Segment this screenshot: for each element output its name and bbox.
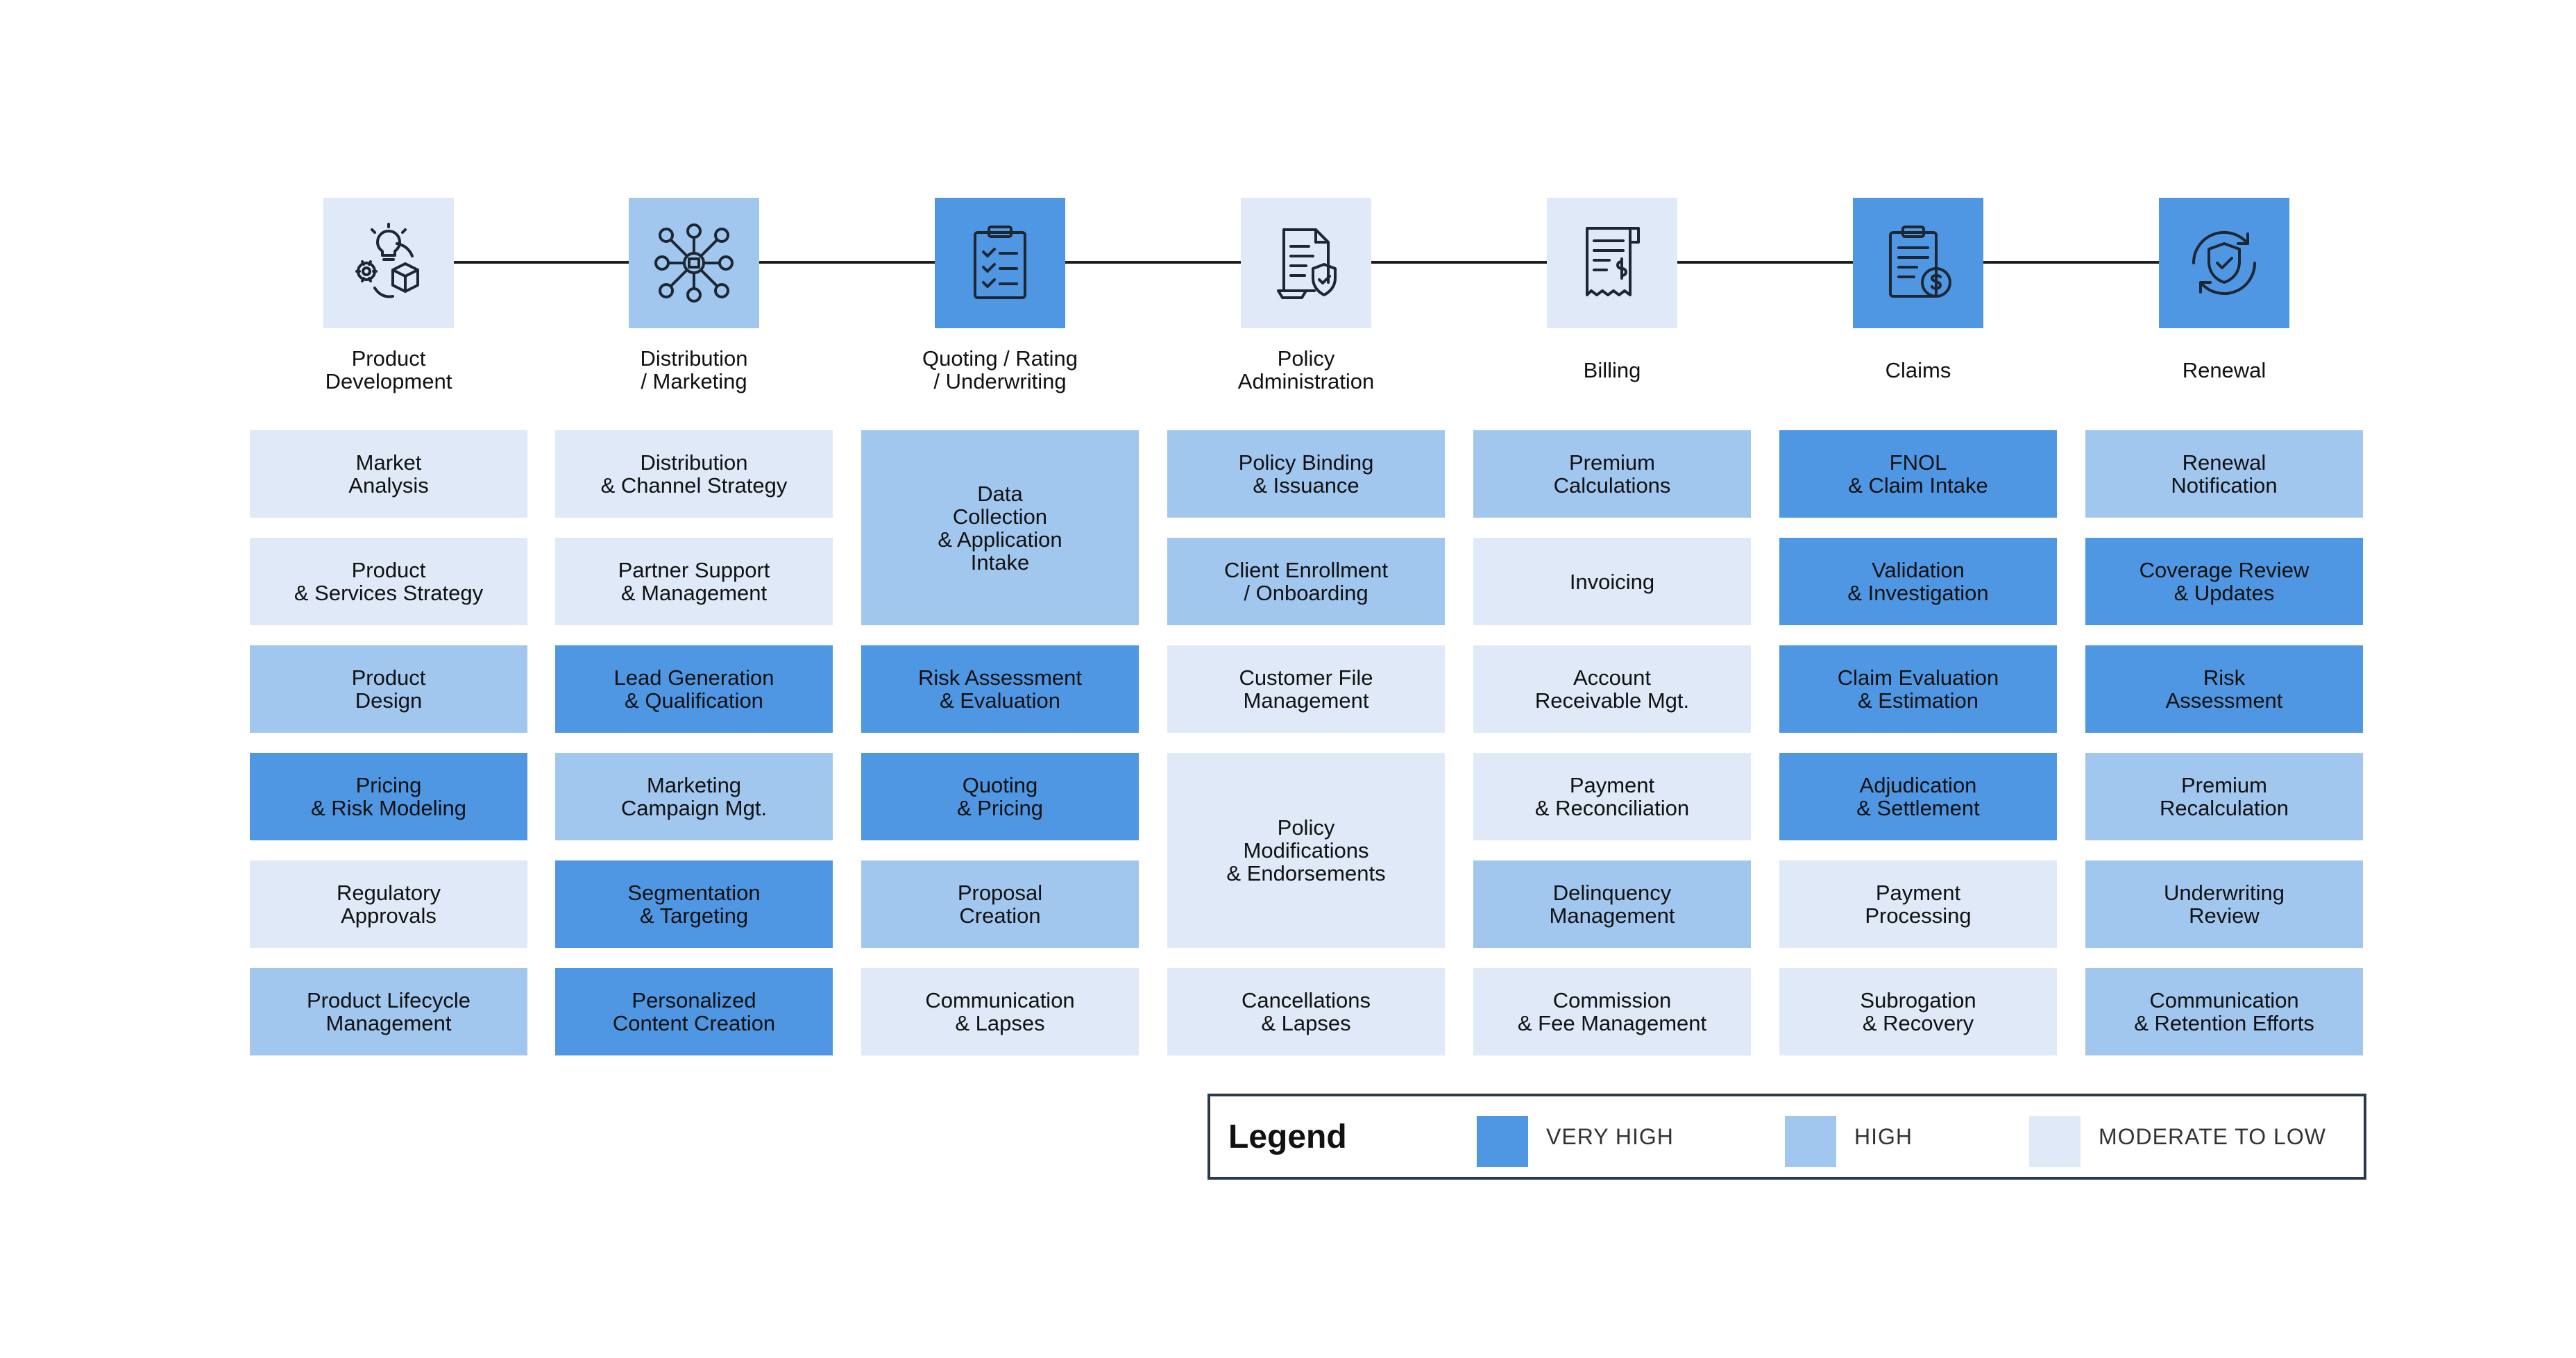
activity-cell: Quoting & Pricing — [861, 753, 1139, 840]
stage-label-3: Quoting / Rating / Underwriting — [922, 346, 1078, 393]
activity-cell: Communication & Retention Efforts — [2085, 968, 2363, 1055]
activity-cell: Payment Processing — [1779, 860, 2057, 948]
activity-cell: Product Lifecycle Management — [250, 968, 527, 1055]
activity-cell: Premium Recalculation — [2085, 753, 2363, 840]
activity-cell: Distribution & Channel Strategy — [555, 430, 833, 518]
activity-cell: Adjudication & Settlement — [1779, 753, 2057, 840]
claim-clipboard-money-icon — [1876, 221, 1960, 305]
activity-cell: Risk Assessment — [2085, 645, 2363, 733]
legend-label-moderate-to-low: MODERATE TO LOW — [2099, 1123, 2326, 1149]
activity-cell: Claim Evaluation & Estimation — [1779, 645, 2057, 733]
product-development-icon — [347, 221, 430, 305]
activity-cell: Marketing Campaign Mgt. — [555, 753, 833, 840]
activity-cell: Premium Calculations — [1473, 430, 1751, 518]
activity-cell: Data Collection & Application Intake — [861, 430, 1139, 625]
legend: Legend VERY HIGH HIGH MODERATE TO LOW — [1208, 1094, 2366, 1180]
stage-icon-box-7 — [2159, 198, 2289, 328]
network-marketing-icon — [652, 221, 736, 305]
legend-title: Legend — [1228, 1118, 1347, 1155]
activity-cell: Cancellations & Lapses — [1167, 968, 1445, 1055]
stage-icon-box-4 — [1241, 198, 1371, 328]
activity-cell: Client Enrollment / Onboarding — [1167, 538, 1445, 625]
legend-label-high: HIGH — [1854, 1123, 1913, 1149]
clipboard-checklist-icon — [958, 221, 1042, 305]
activity-cell: Pricing & Risk Modeling — [250, 753, 527, 840]
policy-document-shield-icon — [1264, 221, 1348, 305]
activity-cell: Policy Modifications & Endorsements — [1167, 753, 1445, 948]
activity-cell: Policy Binding & Issuance — [1167, 430, 1445, 518]
activity-cell: Validation & Investigation — [1779, 538, 2057, 625]
stage-icon-box-5 — [1547, 198, 1677, 328]
stage-icon-box-3 — [935, 198, 1065, 328]
activity-cell: Customer File Management — [1167, 645, 1445, 733]
legend-label-very-high: VERY HIGH — [1546, 1123, 1674, 1149]
activity-cell: Invoicing — [1473, 538, 1751, 625]
activity-cell: Subrogation & Recovery — [1779, 968, 2057, 1055]
activity-cell: Partner Support & Management — [555, 538, 833, 625]
stage-label-2: Distribution / Marketing — [640, 346, 748, 393]
stage-icon-box-6 — [1853, 198, 1983, 328]
activity-cell: Delinquency Management — [1473, 860, 1751, 948]
activity-cell: Regulatory Approvals — [250, 860, 527, 948]
activity-cell: FNOL & Claim Intake — [1779, 430, 2057, 518]
stage-label-1: Product Development — [325, 346, 452, 393]
activity-cell: Renewal Notification — [2085, 430, 2363, 518]
activity-cell: Proposal Creation — [861, 860, 1139, 948]
stage-icon-box-2 — [629, 198, 759, 328]
stage-label-6: Claims — [1885, 357, 1951, 382]
legend-swatch-high — [1785, 1116, 1836, 1167]
stage-label-4: Policy Administration — [1237, 346, 1375, 393]
activity-cell: Market Analysis — [250, 430, 527, 518]
activity-cell: Payment & Reconciliation — [1473, 753, 1751, 840]
invoice-receipt-icon — [1570, 221, 1654, 305]
activity-cell: Personalized Content Creation — [555, 968, 833, 1055]
stage-icon-box-1 — [323, 198, 454, 328]
activity-cell: Product Design — [250, 645, 527, 733]
activity-cell: Communication & Lapses — [861, 968, 1139, 1055]
activity-cell: Product & Services Strategy — [250, 538, 527, 625]
activity-cell: Segmentation & Targeting — [555, 860, 833, 948]
renewal-shield-icon — [2183, 221, 2266, 305]
activity-cell: Coverage Review & Updates — [2085, 538, 2363, 625]
activity-cell: Underwriting Review — [2085, 860, 2363, 948]
stage-label-5: Billing — [1583, 357, 1641, 382]
activity-cell: Lead Generation & Qualification — [555, 645, 833, 733]
activity-cell: Commission & Fee Management — [1473, 968, 1751, 1055]
legend-swatch-very-high — [1477, 1116, 1528, 1167]
stage-label-7: Renewal — [2182, 357, 2266, 382]
activity-cell: Account Receivable Mgt. — [1473, 645, 1751, 733]
legend-swatch-moderate-to-low — [2029, 1116, 2081, 1167]
activity-cell: Risk Assessment & Evaluation — [861, 645, 1139, 733]
